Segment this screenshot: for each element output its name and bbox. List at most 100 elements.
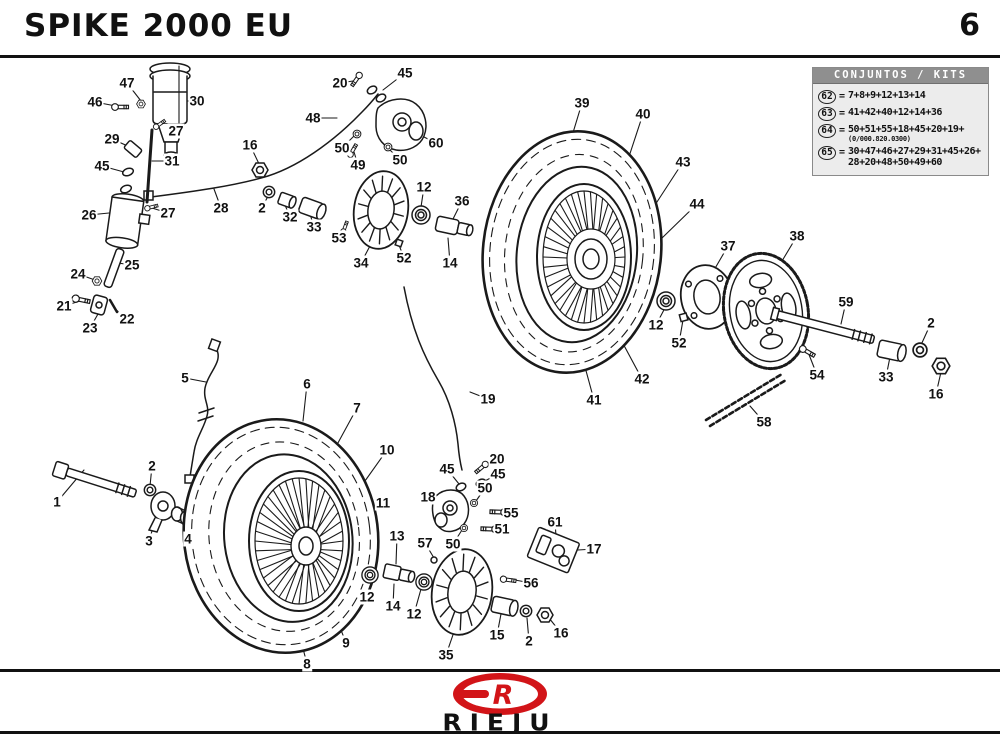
part-callout-51: 51 xyxy=(493,521,511,537)
master-cylinder-assembly xyxy=(70,62,191,316)
part-callout-47: 47 xyxy=(118,75,136,91)
kit-id: 63 xyxy=(818,107,836,121)
part-callout-27: 27 xyxy=(167,123,185,139)
part-callout-30: 30 xyxy=(188,93,206,109)
front-brake-hose-lower xyxy=(184,337,222,484)
brand-logo-emblem: R xyxy=(453,673,547,715)
part-callout-50: 50 xyxy=(333,140,351,156)
bottom-edge-line xyxy=(0,731,1000,734)
part-callout-34: 34 xyxy=(352,255,370,271)
part-callout-33: 33 xyxy=(305,219,323,235)
part-callout-45: 45 xyxy=(438,461,456,477)
part-callout-20: 20 xyxy=(488,451,506,467)
kit-formula: 50+51+55+18+45+20+19+(0/000.820.0300) xyxy=(848,124,964,143)
kit-formula: 30+47+46+27+29+31+45+26+28+20+48+50+49+6… xyxy=(848,146,981,168)
part-callout-10: 10 xyxy=(378,442,396,458)
page-number: 6 xyxy=(959,8,980,43)
part-callout-37: 37 xyxy=(719,238,737,254)
part-callout-42: 42 xyxy=(633,371,651,387)
part-callout-45: 45 xyxy=(93,158,111,174)
part-callout-12: 12 xyxy=(415,179,433,195)
part-callout-50: 50 xyxy=(476,480,494,496)
rear-hub-flange xyxy=(679,264,735,330)
part-callout-45: 45 xyxy=(489,466,507,482)
front-axle xyxy=(51,460,137,498)
kit-equals: = xyxy=(839,147,846,158)
kit-row: 65=30+47+46+27+29+31+45+26+28+20+48+50+4… xyxy=(818,146,984,168)
header-divider xyxy=(0,55,1000,58)
kit-formula: 7+8+9+12+13+14 xyxy=(848,90,926,101)
part-callout-27: 27 xyxy=(159,205,177,221)
part-callout-29: 29 xyxy=(103,131,121,147)
part-callout-50: 50 xyxy=(444,536,462,552)
part-callout-28: 28 xyxy=(212,200,230,216)
part-callout-14: 14 xyxy=(441,255,459,271)
part-callout-60: 60 xyxy=(427,135,445,151)
brake-pad-kit xyxy=(526,526,580,574)
part-callout-57: 57 xyxy=(416,535,434,551)
part-callout-38: 38 xyxy=(788,228,806,244)
kit-equals: = xyxy=(839,108,846,119)
part-callout-43: 43 xyxy=(674,154,692,170)
kit-row: 63=41+42+40+12+14+36 xyxy=(818,107,984,121)
part-callout-54: 54 xyxy=(808,367,826,383)
kit-id: 65 xyxy=(818,146,836,160)
part-callout-23: 23 xyxy=(81,320,99,336)
part-callout-5: 5 xyxy=(180,370,190,386)
part-callout-4: 4 xyxy=(183,531,193,547)
part-callout-53: 53 xyxy=(330,230,348,246)
part-callout-44: 44 xyxy=(688,196,706,212)
page-title: SPIKE 2000 EU xyxy=(24,8,293,44)
part-callout-56: 56 xyxy=(522,575,540,591)
part-callout-59: 59 xyxy=(837,294,855,310)
part-callout-16: 16 xyxy=(241,137,259,153)
part-callout-49: 49 xyxy=(349,157,367,173)
part-callout-16: 16 xyxy=(927,386,945,402)
part-callout-21: 21 xyxy=(55,298,73,314)
front-brake-caliper xyxy=(345,70,427,159)
front-axle-spacers-row xyxy=(251,162,474,248)
part-callout-13: 13 xyxy=(388,528,406,544)
part-callout-11: 11 xyxy=(374,495,392,511)
part-callout-1: 1 xyxy=(52,494,62,510)
part-callout-26: 26 xyxy=(80,207,98,223)
part-callout-46: 46 xyxy=(86,94,104,110)
part-callout-6: 6 xyxy=(302,376,312,392)
kit-row: 62=7+8+9+12+13+14 xyxy=(818,90,984,104)
part-callout-41: 41 xyxy=(585,392,603,408)
part-callout-22: 22 xyxy=(118,311,136,327)
drive-chain xyxy=(704,372,788,428)
part-callout-14: 14 xyxy=(384,598,402,614)
part-callout-12: 12 xyxy=(405,606,423,622)
part-callout-8: 8 xyxy=(302,656,312,672)
part-callout-40: 40 xyxy=(634,106,652,122)
part-callout-2: 2 xyxy=(926,315,936,331)
part-callout-39: 39 xyxy=(573,95,591,111)
rear-brake-hose xyxy=(403,286,463,471)
rear-hub-spacers-row xyxy=(361,563,554,623)
part-callout-61: 61 xyxy=(546,514,564,530)
part-callout-20: 20 xyxy=(331,75,349,91)
part-callout-2: 2 xyxy=(524,633,534,649)
part-callout-2: 2 xyxy=(147,458,157,474)
part-callout-58: 58 xyxy=(755,414,773,430)
part-callout-7: 7 xyxy=(352,400,362,416)
kit-id: 62 xyxy=(818,90,836,104)
part-callout-35: 35 xyxy=(437,647,455,663)
part-callout-18: 18 xyxy=(419,489,437,505)
part-callout-50: 50 xyxy=(391,152,409,168)
footer-divider xyxy=(0,669,1000,672)
front-wheel xyxy=(182,417,380,655)
part-callout-45: 45 xyxy=(396,65,414,81)
part-callout-9: 9 xyxy=(341,635,351,651)
kit-formula: 41+42+40+12+14+36 xyxy=(848,107,942,118)
brand-logo-letter: R xyxy=(493,680,514,711)
part-callout-16: 16 xyxy=(552,625,570,641)
part-callout-36: 36 xyxy=(453,193,471,209)
part-callout-12: 12 xyxy=(647,317,665,333)
part-callout-25: 25 xyxy=(123,257,141,273)
